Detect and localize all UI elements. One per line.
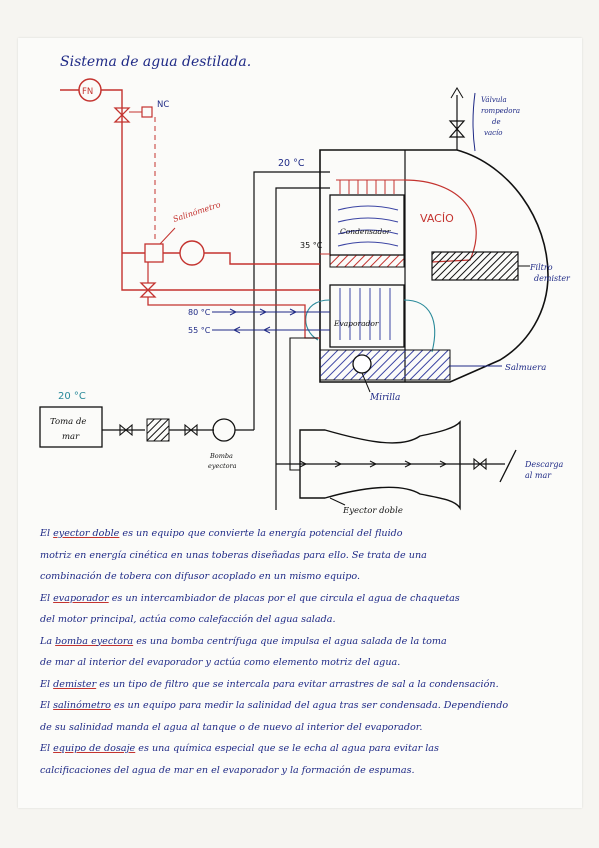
steam-flow-line bbox=[403, 299, 436, 353]
note-line: El eyector doble es un equipo que convie… bbox=[40, 528, 403, 550]
sea-temp-label: 20 °C bbox=[58, 391, 86, 402]
note-keyword: evaporador bbox=[53, 592, 109, 604]
evaporator-flow-arrows bbox=[339, 288, 391, 340]
note-line: La bomba eyectora es una bomba centrífug… bbox=[40, 636, 447, 658]
note-text: del motor principal, actúa como calefacc… bbox=[40, 614, 336, 625]
condenser-label: Condensador bbox=[340, 227, 391, 236]
vacuum-label: VACÍO bbox=[420, 212, 454, 225]
note-line: El demister es un tipo de filtro que se … bbox=[40, 679, 499, 701]
salinometer-label: Salinómetro bbox=[172, 200, 222, 224]
cooling-water-line bbox=[253, 171, 330, 430]
note-text: calcificaciones del agua de mar en el ev… bbox=[40, 764, 415, 776]
vapor-arrows bbox=[336, 179, 404, 194]
ejector-pump bbox=[212, 418, 236, 442]
brine-zone bbox=[319, 349, 451, 381]
note-line: calcificaciones del agua de mar en el ev… bbox=[40, 765, 415, 787]
temp-55-label: 55 °C bbox=[188, 326, 211, 335]
valve-note-2: rompedora bbox=[481, 107, 520, 115]
condensate-tray bbox=[329, 254, 405, 268]
sea-intake-label-1: Toma de bbox=[50, 417, 86, 427]
note-line: de mar al interior del evaporador y actú… bbox=[40, 657, 400, 679]
discharge-label-1: Descarga bbox=[524, 460, 563, 469]
distillate-line bbox=[101, 89, 320, 291]
note-text: El bbox=[40, 743, 54, 754]
note-text: El bbox=[40, 678, 54, 690]
note-line: El evaporador es un intercambiador de pl… bbox=[40, 593, 460, 615]
demister-label-1: Filtro bbox=[529, 263, 553, 272]
note-text: es una química especial que se le echa a… bbox=[135, 743, 439, 754]
valve-note-1: Válvula bbox=[481, 96, 507, 104]
pump-label-1: Bomba bbox=[209, 452, 233, 460]
note-keyword: eyector doble bbox=[53, 528, 120, 539]
note-line: motriz en energía cinética en unas tober… bbox=[40, 550, 427, 572]
sight-glass-label: Mirilla bbox=[369, 393, 400, 403]
demister-filter bbox=[431, 251, 519, 281]
note-keyword: salinómetro bbox=[53, 700, 111, 711]
pump-label-2: eyectora bbox=[208, 462, 237, 470]
temp-20-label: 20 °C bbox=[278, 158, 305, 169]
valve-note-3: de bbox=[492, 118, 501, 126]
distillate-pump bbox=[179, 240, 205, 266]
note-text: es un equipo para medir la salinidad del… bbox=[110, 700, 509, 711]
note-text: El bbox=[40, 700, 54, 711]
vacuum-breaker-valve bbox=[448, 120, 466, 138]
diagram-title: Sistema de agua destilada. bbox=[60, 54, 251, 70]
return-valve bbox=[139, 282, 157, 298]
sea-intake-box bbox=[39, 406, 103, 448]
valve-note-4: vacío bbox=[484, 129, 503, 137]
sea-intake-label-2: mar bbox=[62, 432, 80, 442]
temp-35-label: 35 °C bbox=[300, 241, 323, 250]
double-ejector bbox=[299, 420, 461, 511]
note-line: El equipo de dosaje es una química espec… bbox=[40, 743, 439, 765]
nc-label: NC bbox=[157, 100, 169, 110]
note-text: es un tipo de filtro que se intercala pa… bbox=[96, 678, 499, 690]
paper-sheet bbox=[18, 38, 582, 808]
note-keyword: equipo de dosaje bbox=[53, 743, 136, 754]
note-line: del motor principal, actúa como calefacc… bbox=[40, 614, 336, 636]
discharge-label-2: al mar bbox=[525, 471, 552, 480]
ejector-label: Eyector doble bbox=[342, 506, 403, 516]
evaporator-vessel bbox=[319, 149, 549, 383]
note-text: es un equipo que convierte la energía po… bbox=[119, 528, 403, 539]
note-text: es un intercambiador de placas por el qu… bbox=[108, 592, 460, 604]
temp-80-label: 80 °C bbox=[188, 308, 211, 317]
brine-label: Salmuera bbox=[505, 363, 546, 373]
note-line: de su salinidad manda el agua al tanque … bbox=[40, 722, 422, 744]
note-text: de su salinidad manda el agua al tanque … bbox=[40, 721, 423, 733]
note-keyword: bomba eyectora bbox=[55, 635, 134, 647]
note-text: motriz en energía cinética en unas tober… bbox=[40, 549, 427, 561]
note-line: El salinómetro es un equipo para medir l… bbox=[40, 700, 508, 722]
sea-valve bbox=[119, 423, 133, 437]
nc-solenoid-valve bbox=[113, 107, 131, 123]
note-text: combinación de tobera con difusor acopla… bbox=[40, 571, 361, 582]
note-line: combinación de tobera con difusor acopla… bbox=[40, 571, 360, 593]
sea-filter bbox=[146, 418, 170, 442]
note-text: es una bomba centrífuga que impulsa el a… bbox=[133, 635, 447, 647]
note-text: El bbox=[40, 528, 54, 539]
evaporator-label: Evaporador bbox=[333, 319, 379, 328]
note-text: de mar al interior del evaporador y actú… bbox=[40, 657, 401, 668]
sight-glass bbox=[352, 354, 372, 374]
pump-valve bbox=[184, 423, 198, 437]
condenser-box bbox=[329, 194, 405, 256]
salinometer bbox=[144, 243, 164, 263]
note-text: El bbox=[40, 592, 54, 604]
note-text: La bbox=[40, 635, 56, 647]
fn-label: FN bbox=[82, 87, 93, 97]
condenser-coils bbox=[337, 205, 399, 247]
evaporator-plates bbox=[329, 284, 405, 348]
demister-label-2: demister bbox=[534, 274, 571, 283]
note-keyword: demister bbox=[53, 678, 97, 690]
discharge-valve bbox=[473, 457, 487, 471]
